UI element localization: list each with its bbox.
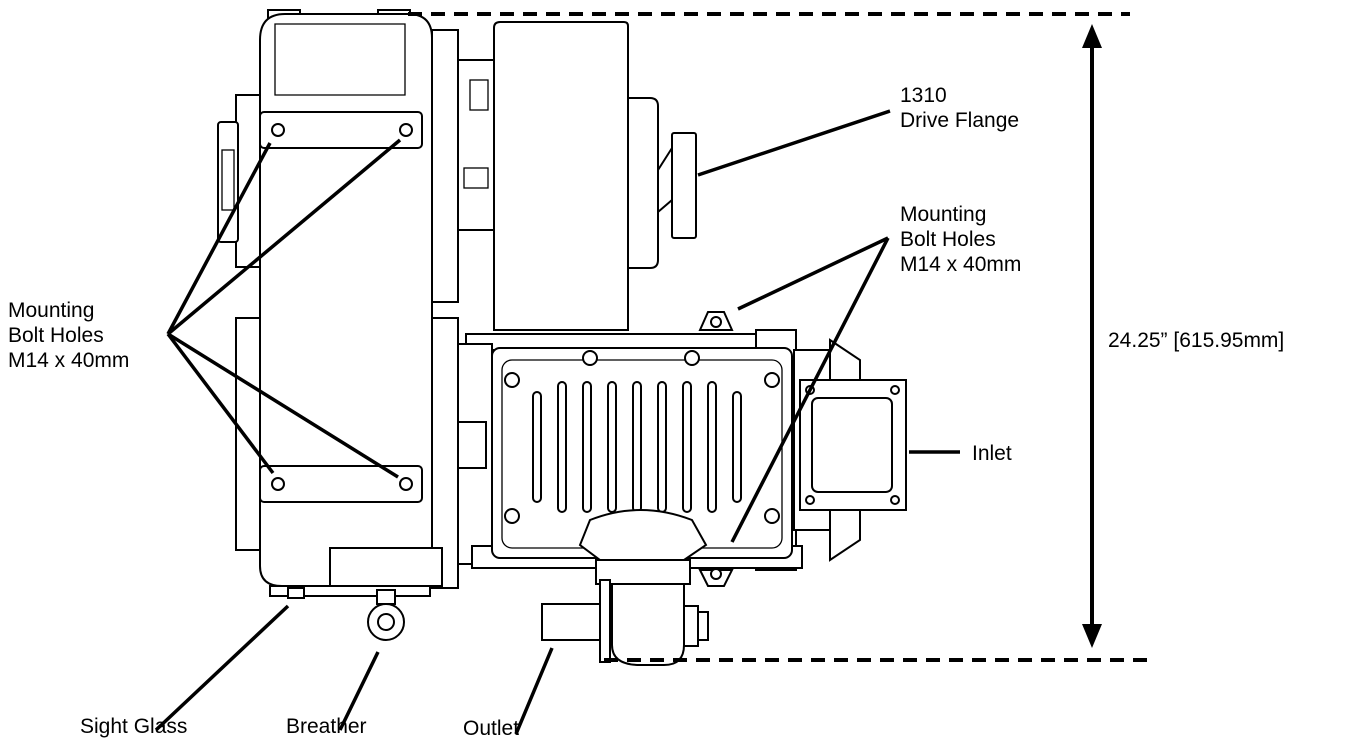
blower-body [457,311,831,587]
bolt-holes-left-line-3: M14 x 40mm [8,349,130,372]
drive-flange-label: 1310 Drive Flange [900,83,1019,133]
outlet-label: Outlet [463,717,520,740]
leader-lines [154,109,960,735]
drive-flange-label-line-2: Drive Flange [900,109,1020,132]
breather-label: Breather [286,715,367,738]
gearbox-housing [217,9,495,641]
inlet-label: Inlet [972,442,1012,465]
dimension-markers [408,12,1150,662]
sight-glass-label: Sight Glass [80,715,188,738]
dimension-label: 24.25” [615.95mm] [1108,329,1285,352]
bolt-holes-left-line-2: Bolt Holes [8,324,104,347]
cover-slots [532,381,742,513]
bolt-holes-right-line-3: M14 x 40mm [900,253,1022,276]
drive-flange-label-line-1: 1310 [900,84,947,107]
bolt-holes-left-line-1: Mounting [8,299,95,322]
bolt-holes-left-label: Mounting Bolt Holes M14 x 40mm [8,298,129,373]
bolt-holes-right-label: Mounting Bolt Holes M14 x 40mm [900,202,1021,277]
bolt-holes-right-line-2: Bolt Holes [900,228,996,251]
drive-housing [493,21,697,331]
outlet-elbow [541,509,709,666]
bolt-holes-right-line-1: Mounting [900,203,987,226]
inlet-flange [799,338,907,562]
